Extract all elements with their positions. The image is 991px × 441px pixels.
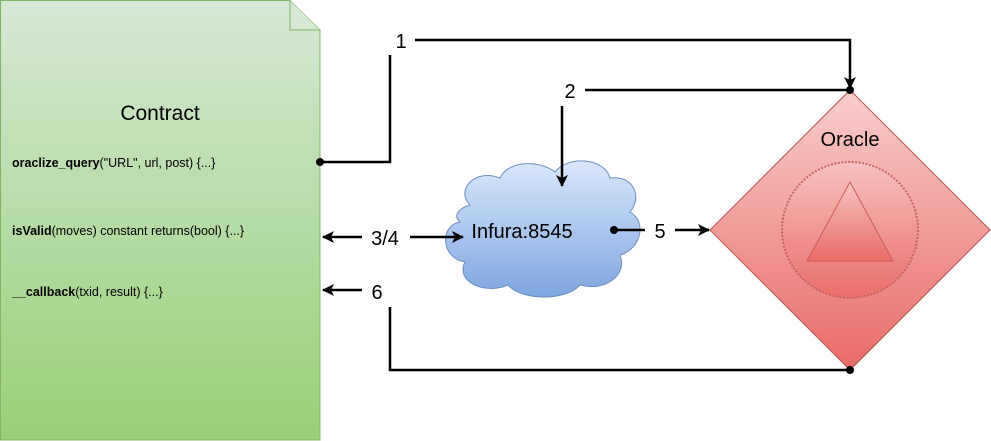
edge-5: 5 bbox=[610, 221, 710, 243]
edge-label-1: 1 bbox=[395, 31, 406, 53]
edge-label-6: 6 bbox=[371, 282, 382, 304]
method-name: __callback bbox=[11, 285, 75, 299]
edge-2: 2 bbox=[556, 81, 854, 187]
method-callback: __callback(txid, result) {...} bbox=[11, 285, 163, 299]
contract-node[interactable]: Contract oraclize_query("URL", url, post… bbox=[0, 0, 321, 441]
cloud-shape bbox=[445, 160, 641, 298]
method-signature: (txid, result) {...} bbox=[75, 285, 163, 299]
document-fold-corner bbox=[289, 0, 320, 31]
edge-label-3-4: 3/4 bbox=[371, 228, 399, 250]
oracle-node[interactable]: Oracle bbox=[709, 89, 991, 371]
method-signature: (moves) constant returns(bool) {...} bbox=[52, 224, 244, 238]
contract-document-shape bbox=[0, 0, 321, 441]
contract-title: Contract bbox=[120, 102, 200, 125]
edge-6: 6 bbox=[322, 282, 854, 374]
infura-cloud-node[interactable]: Infura:8545 bbox=[445, 160, 641, 298]
edge-6-line-a bbox=[388, 307, 850, 372]
cloud-label: Infura:8545 bbox=[471, 221, 572, 243]
oracle-label: Oracle bbox=[821, 129, 880, 151]
method-isvalid: isValid(moves) constant returns(bool) {.… bbox=[12, 224, 244, 238]
method-name: oraclize_query bbox=[12, 156, 100, 170]
edge-1-line-b bbox=[415, 38, 856, 89]
method-signature: ("URL", url, post) {...} bbox=[100, 156, 216, 170]
edge-label-2: 2 bbox=[564, 81, 575, 103]
method-oraclize-query: oraclize_query("URL", url, post) {...} bbox=[12, 156, 215, 170]
method-name: isValid bbox=[12, 224, 52, 238]
edge-3-4: 3/4 bbox=[322, 228, 464, 250]
edge-1-line-a bbox=[320, 55, 392, 164]
edge-1: 1 bbox=[316, 31, 856, 166]
edge-label-5: 5 bbox=[654, 221, 665, 243]
triangle-icon bbox=[806, 180, 894, 262]
